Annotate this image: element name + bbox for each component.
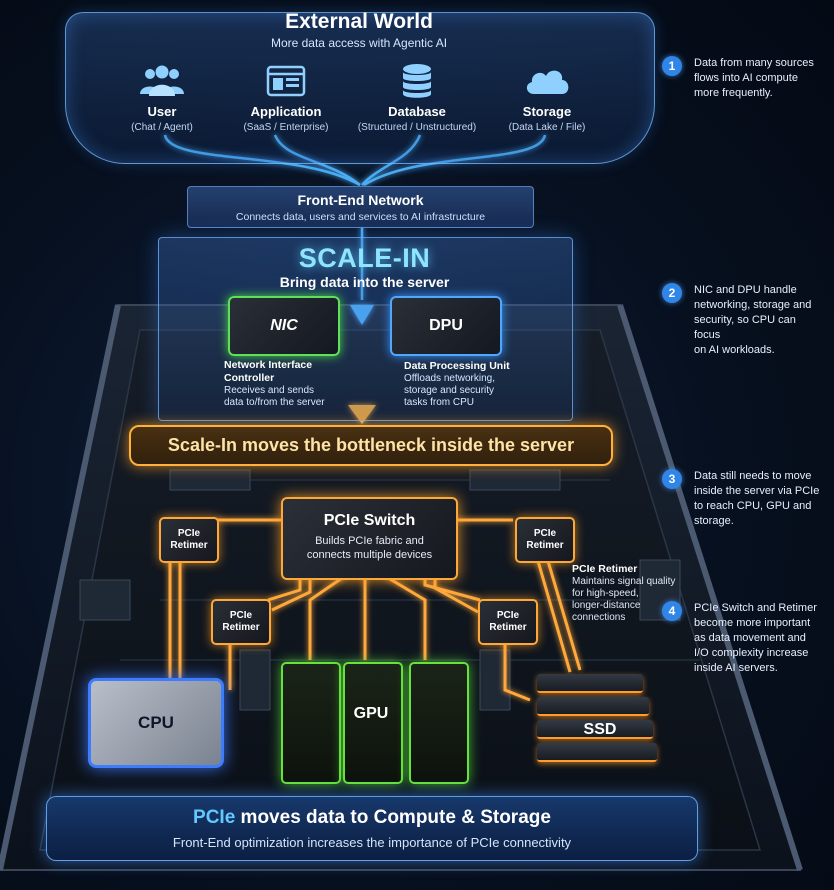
retimer-desc-line1: Maintains signal quality: [572, 576, 676, 587]
pcie-switch-chip: PCIe Switch Builds PCIe fabric and conne…: [281, 497, 458, 580]
front-end-network-box: Front-End Network Connects data, users a…: [187, 186, 534, 228]
scale-in-subtitle: Bring data into the server: [279, 274, 450, 290]
note-3-line1: Data still needs to move: [694, 470, 812, 482]
source-database-sub: (Structured / Unstructured): [357, 122, 477, 133]
gpu-card-1: [281, 662, 341, 784]
source-storage-sub: (Data Lake / File): [508, 122, 586, 133]
front-end-title: Front-End Network: [297, 192, 424, 208]
dpu-description: Data Processing Unit Offloads networking…: [404, 360, 534, 409]
pcie-switch-desc: Builds PCIe fabric and connects multiple…: [283, 534, 456, 562]
gpu-card-3: [409, 662, 469, 784]
ssd-drive-2: [537, 697, 649, 716]
note-1-line1: Data from many sources: [694, 57, 814, 69]
nic-name-line1: Network Interface: [224, 359, 313, 371]
retimer-desc-line3: longer-distance: [572, 600, 641, 611]
source-application-label: Application: [250, 104, 322, 119]
retimer-description: PCIe Retimer Maintains signal quality fo…: [572, 563, 682, 624]
nic-chip: NIC: [228, 296, 340, 356]
dpu-name: Data Processing Unit: [404, 360, 510, 372]
note-4-line3: as data movement and: [694, 632, 806, 644]
bottom-title: PCIe moves data to Compute & Storage: [47, 807, 697, 829]
retimer-top-right-line1: PCIe: [533, 528, 557, 539]
bottleneck-banner: Scale-In moves the bottleneck inside the…: [129, 425, 613, 466]
bottom-banner: PCIe moves data to Compute & Storage Fro…: [46, 796, 698, 861]
source-user: User (Chat / Agent): [92, 62, 232, 133]
note-3-line3: to reach CPU, GPU and: [694, 500, 812, 512]
retimer-bottom-right-line2: Retimer: [489, 622, 527, 633]
retimer-top-left-line2: Retimer: [170, 540, 208, 551]
note-1: 1 Data from many sources flows into AI c…: [662, 56, 822, 101]
note-3-line2: inside the server via PCIe: [694, 485, 820, 497]
note-4-number: 4: [662, 601, 682, 621]
dpu-desc-line3: tasks from CPU: [404, 397, 475, 408]
retimer-bottom-left-line2: Retimer: [222, 622, 260, 633]
external-world-title: External World: [285, 10, 433, 33]
ssd-label: SSD: [583, 721, 617, 738]
retimer-bottom-left-line1: PCIe: [229, 610, 253, 621]
nic-name-line2: Controller: [224, 372, 275, 384]
cloud-icon: [477, 62, 617, 100]
note-2: 2 NIC and DPU handle networking, storage…: [662, 283, 822, 358]
retimer-desc-title: PCIe Retimer: [572, 563, 638, 575]
note-3-number: 3: [662, 469, 682, 489]
bottom-title-rest: moves data to Compute & Storage: [235, 807, 551, 828]
scale-in-panel: [158, 237, 573, 421]
retimer-top-left-line1: PCIe: [177, 528, 201, 539]
pcie-switch-desc-line1: Builds PCIe fabric and: [315, 535, 424, 547]
source-database-label: Database: [388, 104, 446, 119]
ssd-drive-3: [537, 720, 653, 739]
browser-window-icon: [216, 62, 356, 100]
source-application-sub: (SaaS / Enterprise): [243, 122, 329, 133]
note-2-line3: security, so CPU can focus: [694, 314, 796, 341]
note-2-line2: networking, storage and: [694, 299, 812, 311]
bottom-title-highlight: PCIe: [193, 807, 236, 828]
source-application: Application (SaaS / Enterprise): [216, 62, 356, 133]
nic-desc-line1: Receives and sends: [224, 385, 315, 396]
dpu-desc-line2: storage and security: [404, 385, 495, 396]
retimer-desc-line4: connections: [572, 612, 626, 623]
note-4-line4: I/O complexity increase: [694, 647, 809, 659]
nic-description: Network Interface Controller Receives an…: [224, 359, 342, 409]
front-end-subtitle: Connects data, users and services to AI …: [235, 211, 486, 223]
retimer-desc-line2: for high-speed,: [572, 588, 639, 599]
source-storage-label: Storage: [522, 104, 572, 119]
retimer-bottom-right-line1: PCIe: [496, 610, 520, 621]
retimer-top-right-line2: Retimer: [526, 540, 564, 551]
note-2-number: 2: [662, 283, 682, 303]
bottom-subtitle: Front-End optimization increases the imp…: [172, 835, 572, 850]
note-2-line4: on AI workloads.: [694, 344, 775, 356]
ssd-drive-4: [537, 743, 657, 762]
note-1-number: 1: [662, 56, 682, 76]
note-4: 4 PCIe Switch and Retimer become more im…: [662, 601, 822, 676]
nic-desc-line2: data to/from the server: [224, 397, 325, 408]
gpu-label: GPU: [353, 705, 389, 722]
source-user-sub: (Chat / Agent): [131, 122, 193, 133]
note-3-line4: storage.: [694, 515, 734, 527]
database-icon: [347, 62, 487, 100]
ssd-drive-1: [537, 674, 643, 693]
external-world-subtitle: More data access with Agentic AI: [270, 36, 448, 50]
pcie-switch-title: PCIe Switch: [323, 512, 416, 529]
scale-in-title: SCALE-IN: [298, 243, 431, 273]
note-2-line1: NIC and DPU handle: [694, 284, 797, 296]
dpu-chip: DPU: [390, 296, 502, 356]
note-4-line1: PCIe Switch and Retimer: [694, 602, 817, 614]
source-user-label: User: [147, 104, 177, 119]
note-3: 3 Data still needs to move inside the se…: [662, 469, 822, 529]
note-1-line3: more frequently.: [694, 87, 773, 99]
source-storage: Storage (Data Lake / File): [477, 62, 617, 133]
note-4-line5: inside AI servers.: [694, 662, 778, 674]
dpu-desc-line1: Offloads networking,: [404, 373, 495, 384]
users-icon: [92, 62, 232, 100]
gpu-card-2: [343, 662, 403, 784]
source-database: Database (Structured / Unstructured): [347, 62, 487, 133]
pcie-switch-desc-line2: connects multiple devices: [306, 549, 433, 561]
cpu-chip: CPU: [88, 678, 224, 768]
note-4-line2: become more important: [694, 617, 811, 629]
note-1-line2: flows into AI compute: [694, 72, 798, 84]
